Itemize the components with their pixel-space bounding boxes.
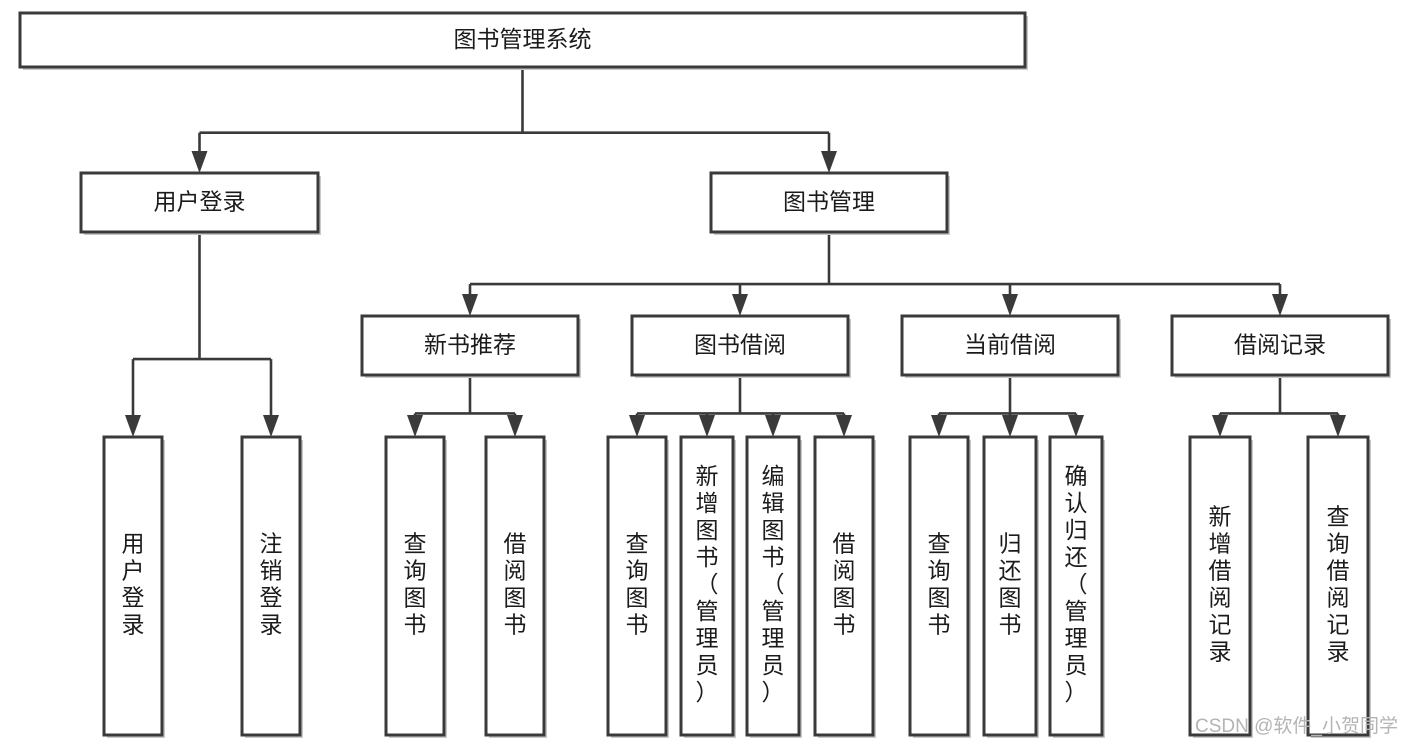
node-rect[interactable] bbox=[18, 11, 1027, 69]
node-label: 编辑图书（管理员） bbox=[762, 463, 785, 705]
node-borrow-record[interactable]: 借阅记录 bbox=[1170, 314, 1391, 378]
watermark-label: CSDN @软件_小贺同学 bbox=[1195, 715, 1398, 737]
node-label: 用户登录 bbox=[154, 189, 246, 215]
node-label: 查询图书 bbox=[404, 531, 427, 638]
node-label: 用户登录 bbox=[122, 531, 145, 638]
arrowhead-icon bbox=[407, 415, 423, 437]
arrowhead-icon bbox=[1272, 294, 1288, 316]
node-leaf-add-book[interactable]: 新增图书（管理员） bbox=[679, 435, 736, 738]
node-rect[interactable] bbox=[1048, 435, 1104, 737]
node-layer: 图书管理系统用户登录图书管理新书推荐图书借阅当前借阅借阅记录用户登录注销登录查询… bbox=[18, 11, 1391, 738]
node-rect[interactable] bbox=[679, 435, 735, 737]
node-label: 借阅记录 bbox=[1234, 332, 1326, 358]
node-label: 新增借阅记录 bbox=[1209, 504, 1232, 665]
node-rect[interactable] bbox=[908, 435, 970, 737]
arrowhead-icon bbox=[765, 415, 781, 437]
node-label: 归还图书 bbox=[999, 531, 1022, 638]
node-user-login[interactable]: 用户登录 bbox=[79, 171, 321, 235]
node-root[interactable]: 图书管理系统 bbox=[18, 11, 1028, 70]
node-label: 确认归还（管理员） bbox=[1065, 463, 1088, 705]
node-label: 借阅图书 bbox=[504, 531, 527, 638]
node-rect[interactable] bbox=[745, 435, 801, 737]
node-label: 当前借阅 bbox=[964, 332, 1056, 358]
node-rect[interactable] bbox=[900, 314, 1120, 377]
arrowhead-icon bbox=[1330, 415, 1346, 437]
arrowhead-icon bbox=[699, 415, 715, 437]
node-current-borrow[interactable]: 当前借阅 bbox=[900, 314, 1121, 378]
node-leaf-logout[interactable]: 注销登录 bbox=[240, 435, 303, 738]
node-rect[interactable] bbox=[384, 435, 446, 737]
arrowhead-icon bbox=[1002, 415, 1018, 437]
node-leaf-query-book-c[interactable]: 查询图书 bbox=[908, 435, 971, 738]
edge-layer bbox=[125, 67, 1346, 437]
node-leaf-user-login[interactable]: 用户登录 bbox=[102, 435, 165, 738]
node-rect[interactable] bbox=[606, 435, 668, 737]
node-label: 借阅图书 bbox=[833, 531, 856, 638]
node-rect[interactable] bbox=[484, 435, 546, 737]
node-label: 查询借阅记录 bbox=[1327, 504, 1350, 665]
arrowhead-icon bbox=[507, 415, 523, 437]
node-rect[interactable] bbox=[1306, 435, 1370, 737]
node-label: 新书推荐 bbox=[424, 332, 516, 358]
arrowhead-icon bbox=[1068, 415, 1084, 437]
node-leaf-confirm-return[interactable]: 确认归还（管理员） bbox=[1048, 435, 1105, 738]
node-leaf-return-book[interactable]: 归还图书 bbox=[982, 435, 1039, 738]
node-leaf-query-book-a[interactable]: 查询图书 bbox=[384, 435, 447, 738]
node-label: 新增图书（管理员） bbox=[696, 463, 719, 705]
node-rect[interactable] bbox=[813, 435, 875, 737]
node-new-book-rec[interactable]: 新书推荐 bbox=[360, 314, 581, 378]
arrowhead-icon bbox=[931, 415, 947, 437]
node-leaf-borrow-book-a[interactable]: 借阅图书 bbox=[484, 435, 547, 738]
arrowhead-icon bbox=[125, 415, 141, 437]
node-label: 查询图书 bbox=[626, 531, 649, 638]
node-rect[interactable] bbox=[79, 171, 320, 234]
node-book-manage[interactable]: 图书管理 bbox=[709, 171, 950, 235]
node-rect[interactable] bbox=[709, 171, 949, 234]
node-label: 图书管理系统 bbox=[454, 26, 592, 52]
node-label: 图书管理 bbox=[783, 189, 875, 215]
node-rect[interactable] bbox=[1170, 314, 1390, 377]
node-rect[interactable] bbox=[630, 314, 850, 377]
node-leaf-add-record[interactable]: 新增借阅记录 bbox=[1188, 435, 1253, 738]
node-label: 查询图书 bbox=[928, 531, 951, 638]
node-leaf-query-record[interactable]: 查询借阅记录 bbox=[1306, 435, 1371, 738]
arrowhead-icon bbox=[1212, 415, 1228, 437]
node-book-borrow[interactable]: 图书借阅 bbox=[630, 314, 851, 378]
node-rect[interactable] bbox=[240, 435, 302, 737]
node-leaf-query-book-b[interactable]: 查询图书 bbox=[606, 435, 669, 738]
node-rect[interactable] bbox=[982, 435, 1038, 737]
node-leaf-edit-book[interactable]: 编辑图书（管理员） bbox=[745, 435, 802, 738]
arrowhead-icon bbox=[1002, 294, 1018, 316]
arrowhead-icon bbox=[629, 415, 645, 437]
node-label: 注销登录 bbox=[260, 531, 283, 638]
arrowhead-icon bbox=[462, 294, 478, 316]
arrowhead-icon bbox=[836, 415, 852, 437]
node-rect[interactable] bbox=[360, 314, 580, 377]
arrowhead-icon bbox=[263, 415, 279, 437]
arrowhead-icon bbox=[191, 151, 208, 173]
node-label: 图书借阅 bbox=[694, 332, 786, 358]
node-leaf-borrow-book-b[interactable]: 借阅图书 bbox=[813, 435, 876, 738]
node-rect[interactable] bbox=[1188, 435, 1252, 737]
arrowhead-icon bbox=[732, 294, 748, 316]
node-rect[interactable] bbox=[102, 435, 164, 737]
arrowhead-icon bbox=[821, 151, 837, 173]
